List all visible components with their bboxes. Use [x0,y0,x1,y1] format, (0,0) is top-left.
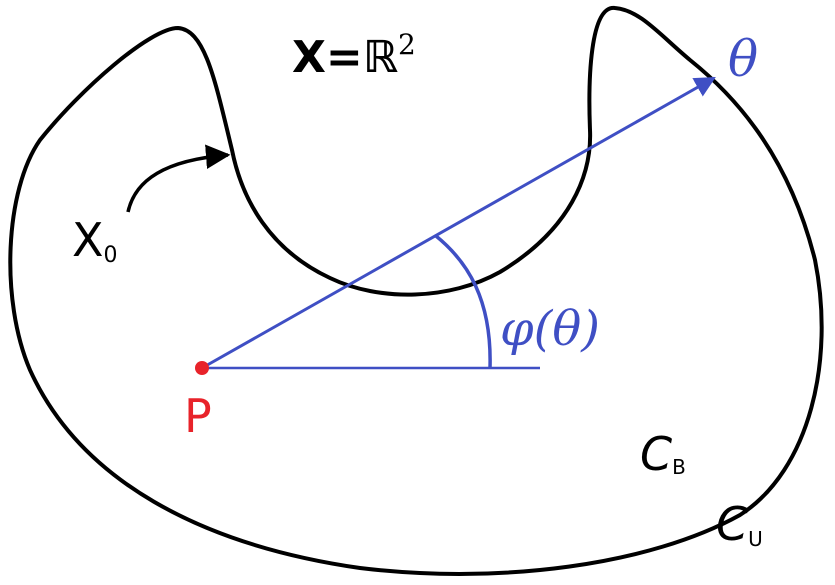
direction-label: θ [728,30,758,88]
subset-label-sub: 0 [104,243,118,268]
angle-label: φ(θ) [500,301,600,357]
curve-b-label-main: C [640,427,672,481]
angle-arc [434,234,492,369]
space-label: X=ℝ2 [292,28,416,83]
space-label-text: X=ℝ [292,32,399,83]
curve-u-label: CU [716,497,763,551]
region-boundary-curve [8,6,824,576]
space-label-exponent: 2 [398,28,416,61]
direction-ray [201,76,716,370]
x0-pointer-arrow [126,144,231,213]
curve-b-label-sub: B [672,455,686,479]
subset-label-main: X [72,213,104,267]
point-label: P [184,389,212,443]
curve-b-label: CB [640,427,686,481]
point-p-dot [195,361,209,375]
curve-u-label-main: C [716,497,748,551]
curve-u-label-sub: U [748,527,763,551]
subset-label: X0 [72,213,118,268]
